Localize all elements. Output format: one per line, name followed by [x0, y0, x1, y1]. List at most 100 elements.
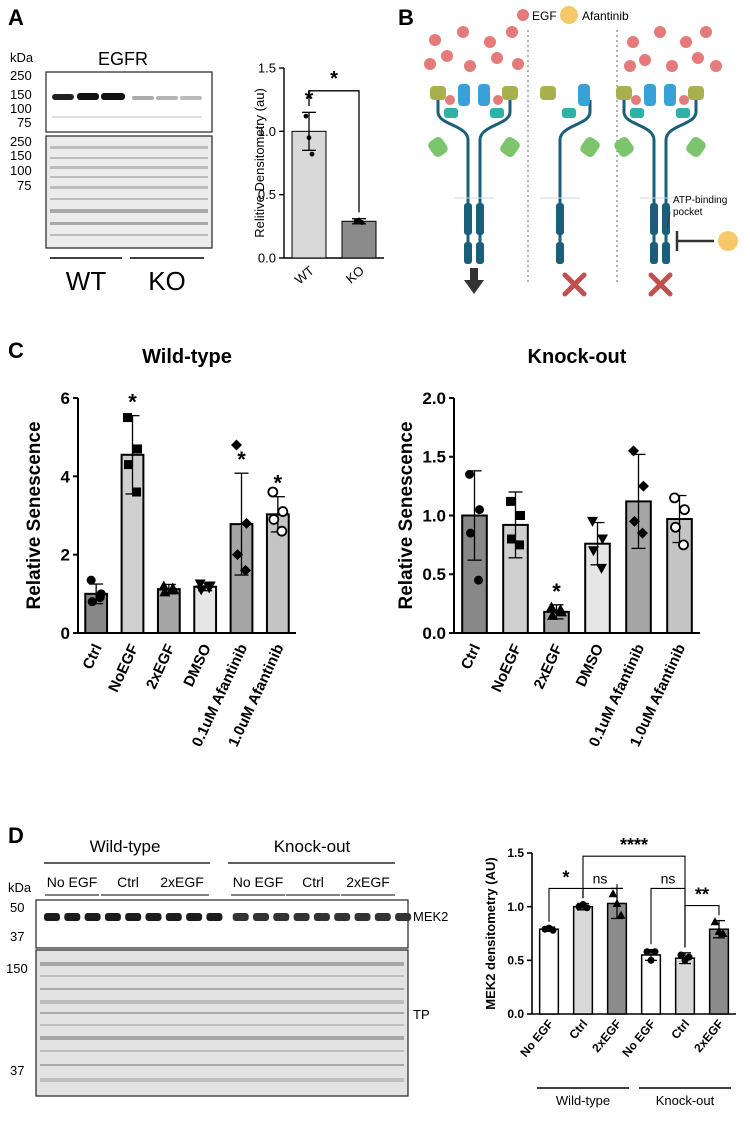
- significance-label: *: [330, 68, 338, 90]
- lane-group-label: No EGF: [233, 874, 284, 890]
- blot-band: [50, 186, 208, 189]
- bar: [193, 585, 218, 634]
- blot-band: [145, 913, 162, 921]
- data-point: [95, 593, 105, 603]
- egfr-receptor: [540, 84, 600, 264]
- panel-c-letter: C: [8, 338, 24, 363]
- y-tick-label: 0.0: [507, 1007, 524, 1021]
- data-point: [267, 486, 279, 498]
- kinase-domain: [650, 242, 658, 264]
- data-point: [159, 586, 171, 597]
- total-protein-d-bands: [40, 962, 404, 1082]
- blot-band: [50, 198, 208, 200]
- domain-i: [688, 86, 704, 100]
- data-point: [651, 948, 659, 956]
- domain-i: [430, 86, 446, 100]
- x-tick-label: DMSO: [180, 641, 215, 689]
- blot-group-wt: WT: [66, 266, 107, 296]
- significance-label: *: [552, 579, 561, 604]
- ladder-label: 100: [10, 101, 32, 116]
- blot-band: [374, 913, 391, 921]
- data-point: [194, 579, 206, 590]
- ladder-label: 150: [6, 961, 28, 976]
- data-point: [583, 904, 591, 912]
- y-tick-label: 6: [61, 389, 70, 408]
- ladder-label: 75: [17, 115, 31, 130]
- egf-molecule: [429, 34, 441, 46]
- bar: [538, 928, 560, 1015]
- egf-molecule: [627, 36, 639, 48]
- significance-label: **: [695, 885, 709, 905]
- data-point: [203, 583, 215, 594]
- significance-label: *: [128, 390, 137, 415]
- x-tick-label: Ctrl: [566, 1017, 590, 1042]
- y-tick-label: 2: [61, 546, 70, 565]
- data-point: [231, 439, 242, 451]
- data-point: [547, 609, 558, 620]
- data-point: [132, 487, 141, 497]
- data-point: [710, 917, 720, 926]
- x-tick-label: No EGF: [619, 1017, 658, 1060]
- lane-group-label: Ctrl: [302, 874, 324, 890]
- x-tick-label: WT: [292, 263, 317, 288]
- egf-legend-swatch: [517, 9, 529, 21]
- blot-band: [180, 96, 202, 100]
- bar: [674, 957, 696, 1015]
- blot-a-bottom-ladder: 250 150 100 75: [10, 134, 32, 193]
- data-point: [303, 113, 309, 119]
- y-tick-label: 0.5: [507, 954, 524, 968]
- data-point: [549, 926, 557, 934]
- blot-d-ko-label: Knock-out: [274, 837, 351, 856]
- blot-a-top-ladder: 250 150 100 75: [10, 68, 32, 130]
- data-point: [474, 575, 483, 585]
- band-label-mek2: MEK2: [413, 909, 448, 924]
- blot-band: [253, 913, 269, 921]
- data-point: [124, 460, 133, 470]
- blot-band: [50, 157, 208, 159]
- egf-ligands: [424, 26, 722, 72]
- cross-stroke: [648, 272, 673, 297]
- domain-iv: [686, 137, 706, 157]
- blot-band: [40, 1000, 404, 1004]
- y-tick-label: 1.0: [258, 124, 276, 139]
- blot-band: [40, 988, 404, 990]
- group-label: Knock-out: [656, 1093, 715, 1108]
- significance-bracket: [650, 887, 686, 948]
- data-point: [588, 546, 599, 557]
- significance-bracket: [308, 90, 360, 213]
- arrow-shaft: [470, 268, 478, 280]
- blot-band: [52, 116, 202, 118]
- bar: [606, 902, 628, 1015]
- receptor-chain: [558, 100, 592, 260]
- data-point: [678, 539, 689, 551]
- bar: [625, 500, 652, 634]
- data-point: [546, 601, 557, 612]
- egf-molecule: [484, 36, 496, 48]
- egfr-bands: [52, 93, 202, 118]
- blot-band: [77, 93, 99, 100]
- egfr-receptor: [428, 84, 520, 264]
- data-point: [643, 948, 651, 956]
- receptor-chain: [664, 100, 698, 260]
- blot-band: [165, 913, 182, 921]
- ladder-label: 50: [10, 900, 24, 915]
- mek2-blot-image: [35, 899, 409, 949]
- blot-band: [132, 96, 154, 100]
- data-point: [167, 582, 179, 593]
- data-point: [359, 220, 365, 225]
- y-tick-label: 0: [61, 624, 70, 643]
- ladder-label: 250: [10, 68, 32, 83]
- data-point: [232, 549, 243, 561]
- egf-molecule: [700, 26, 712, 38]
- ladder-label: 37: [10, 1063, 24, 1078]
- data-point: [597, 534, 608, 545]
- data-point: [628, 445, 639, 457]
- blot-band: [84, 913, 101, 921]
- blot-band: [156, 96, 178, 100]
- blot-band: [293, 913, 310, 921]
- blocked-cross-icon: [648, 272, 673, 297]
- panel-b: B EGF Afantinib ATP-binding pocket: [398, 5, 738, 297]
- x-tick-label: DMSO: [573, 641, 608, 689]
